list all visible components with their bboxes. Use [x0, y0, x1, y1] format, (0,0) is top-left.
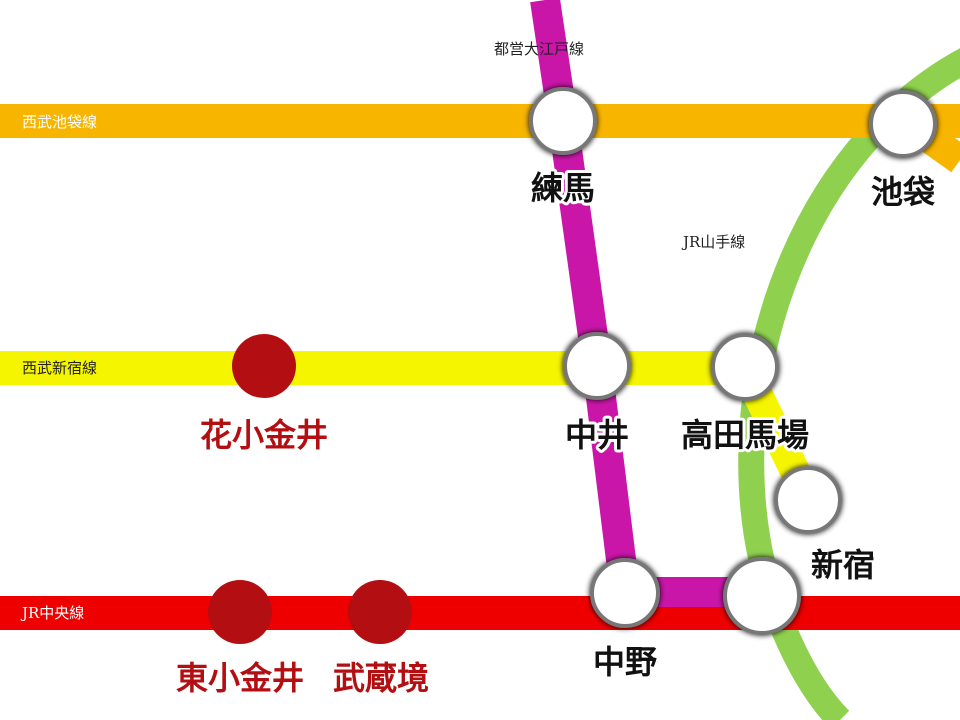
station-name-shinjuku: 新宿	[811, 546, 875, 584]
station-name-musashisakai: 武蔵境	[333, 659, 429, 697]
station-name-nakai: 中井	[565, 416, 629, 454]
line-label-yamanote: JR山手線	[681, 233, 745, 251]
station-higashikoganei[interactable]: 東小金井	[176, 580, 304, 697]
station-musashisakai[interactable]: 武蔵境	[333, 580, 429, 697]
oedo-line	[530, 0, 762, 607]
seibu-shinjuku-line	[0, 351, 750, 385]
station-hanakoganei[interactable]: 花小金井	[200, 334, 328, 454]
station-name-nerima: 練馬	[531, 169, 595, 207]
station-takadanobaba[interactable]: 高田馬場	[678, 333, 812, 457]
station-nakano-yamanote-junction[interactable]	[723, 557, 801, 635]
station-nakano[interactable]: 中野	[590, 558, 660, 684]
station-name-hanakoganei: 花小金井	[200, 416, 328, 454]
line-label-seibu-shinjuku: 西武新宿線	[22, 359, 97, 377]
station-ikebukuro[interactable]: 池袋	[868, 90, 938, 214]
station-name-nakano: 中野	[593, 643, 657, 681]
station-name-higashikoganei: 東小金井	[176, 659, 304, 697]
station-name-takadanobaba: 高田馬場	[681, 416, 809, 454]
seibu-ikebukuro-line	[0, 104, 960, 138]
line-label-jr-chuo: JR中央線	[20, 604, 84, 622]
station-shinjuku[interactable]: 新宿	[774, 466, 878, 587]
jr-chuo-line	[0, 596, 960, 630]
station-nakai[interactable]: 中井	[562, 332, 632, 457]
line-label-seibu-ikebukuro: 西武池袋線	[22, 113, 97, 131]
station-name-ikebukuro: 池袋	[871, 173, 935, 211]
station-nerima[interactable]: 練馬	[528, 87, 598, 210]
line-label-oedo: 都営大江戸線	[494, 40, 584, 58]
